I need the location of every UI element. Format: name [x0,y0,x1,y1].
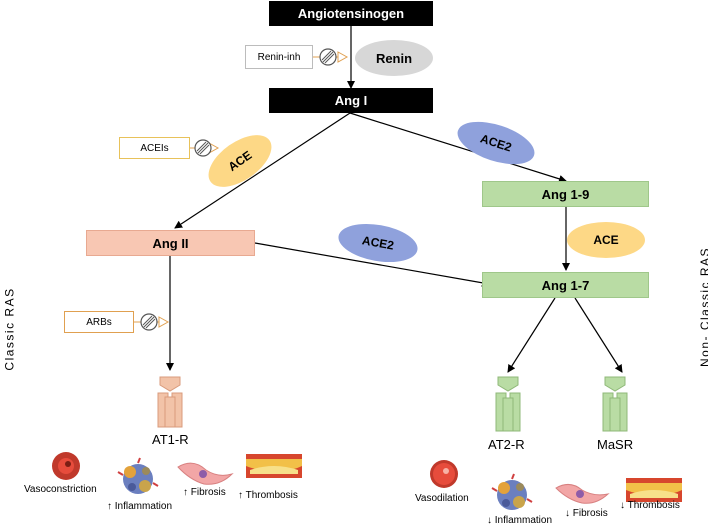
masr-receptor-icon [602,376,628,432]
thrombosed-vessel-icon-right [626,478,682,502]
ang19-node: Ang 1-9 [482,181,649,207]
at1r-label: AT1-R [152,432,189,447]
nonclassic-ras-label: Non- Classic RAS [698,246,708,368]
inflammation-up-label: ↑ Inflammation [107,501,173,512]
renin-inh-box: Renin-inh [245,45,313,69]
arbs-box: ARBs [64,311,134,333]
at2r-label: AT2-R [488,437,525,452]
inflammation-cells-icon [117,457,159,494]
arrow-ang1-to-ang19 [349,112,567,183]
arrow-ang17-to-masr [574,297,623,373]
fibrosis-down-label: ↓ Fibrosis [565,508,608,519]
aceis-block-icon [194,139,212,157]
arrow-ang17-to-at2r [507,297,556,373]
fibroblast-cell-icon-right [555,484,610,504]
ang2-node: Ang II [86,230,255,256]
vasodilation-label: Vasodilation [415,493,469,504]
fibroblast-cell-icon [177,462,234,485]
arrow-ang2-to-ang17 [254,242,490,287]
masr-label: MaSR [597,437,634,452]
at1r-receptor-icon [157,376,183,428]
dilated-vessel-icon [430,460,458,488]
ang17-node: Ang 1-7 [482,272,649,298]
angiotensinogen-node: Angiotensinogen [269,1,433,26]
thrombosis-down-label: ↓ Thrombosis [620,500,680,511]
thrombosed-vessel-icon [246,454,302,478]
classic-ras-label: Classic RAS [2,287,17,371]
renin-inh-block-icon [319,48,337,66]
ace-enzyme-right: ACE [567,222,645,258]
aceis-box: ACEIs [119,137,190,159]
fibrosis-up-label: ↑ Fibrosis [183,487,226,498]
inflammation-down-label: ↓ Inflammation [487,515,553,526]
vasoconstriction-label: Vasoconstriction [24,484,97,495]
arrow-ang1-to-ang2 [174,112,351,229]
constricted-vessel-icon [52,452,80,480]
ang1-node: Ang I [269,88,433,113]
renin-enzyme: Renin [355,40,433,76]
arbs-block-icon [140,313,158,331]
at2r-receptor-icon [495,376,521,432]
inflammation-cells-icon-right [491,473,533,510]
thrombosis-up-label: ↑ Thrombosis [238,490,298,501]
